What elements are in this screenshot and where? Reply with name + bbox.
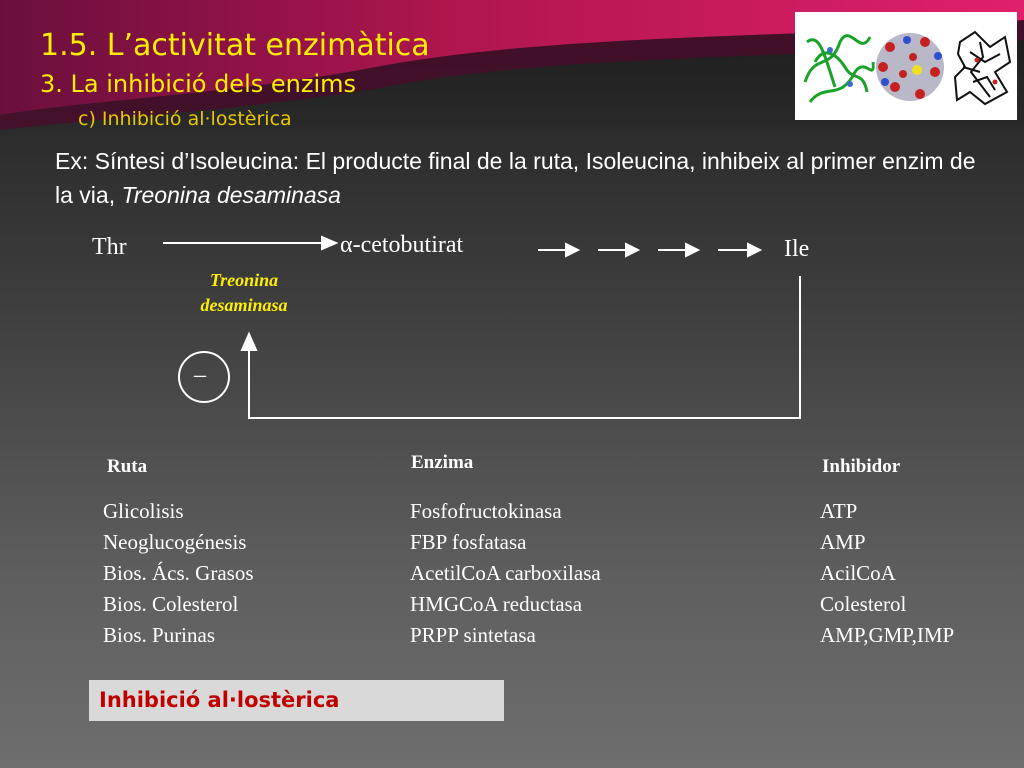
header-enzima: Enzima bbox=[411, 452, 474, 473]
feedback-arrowhead bbox=[240, 331, 258, 351]
column-enzima: Fosfofructokinasa FBP fosfatasa AcetilCo… bbox=[410, 496, 601, 651]
main-reaction-arrowhead bbox=[321, 235, 339, 251]
pathway-product: Ile bbox=[784, 236, 810, 262]
header-ruta: Ruta bbox=[107, 456, 148, 477]
protein-structures-image bbox=[795, 12, 1017, 120]
stick-model-structure bbox=[953, 30, 1012, 106]
ruta-cell: Bios. Colesterol bbox=[103, 592, 239, 616]
slide-title: 1.5. L’activitat enzimàtica bbox=[40, 28, 430, 63]
inhibidor-cell: AcilCoA bbox=[820, 561, 896, 585]
enzima-cell: AcetilCoA carboxilasa bbox=[410, 561, 601, 585]
footer-label-box bbox=[89, 680, 504, 721]
slide-subsubtitle: c) Inhibició al·lostèrica bbox=[78, 108, 292, 130]
downstream-arrows bbox=[538, 242, 763, 258]
inhibidor-cell: Colesterol bbox=[820, 592, 907, 616]
enzima-cell: HMGCoA reductasa bbox=[410, 592, 583, 616]
enzima-cell: Fosfofructokinasa bbox=[410, 499, 562, 523]
inhibidor-cell: AMP,GMP,IMP bbox=[820, 623, 955, 647]
inhibition-circle bbox=[178, 351, 230, 403]
ruta-cell: Bios. Purinas bbox=[103, 623, 216, 647]
feedback-inhibition-line bbox=[248, 276, 801, 419]
enzyme-label: Treonina desaminasa bbox=[164, 268, 324, 318]
space-filling-structure bbox=[876, 33, 944, 101]
example-description: Ex: Síntesi d’Isoleucina: El producte fi… bbox=[55, 144, 995, 212]
green-ribbon-structure bbox=[803, 34, 875, 103]
example-enzyme-name: Treonina desaminasa bbox=[121, 182, 341, 208]
pathway-intermediate: α-cetobutirat bbox=[340, 232, 464, 258]
column-inhibidor: ATP AMP AcilCoA Colesterol AMP,GMP,IMP bbox=[820, 496, 954, 651]
enzima-cell: PRPP sintetasa bbox=[410, 623, 536, 647]
enzima-cell: FBP fosfatasa bbox=[410, 530, 527, 554]
slide-subtitle: 3. La inhibició dels enzims bbox=[40, 70, 356, 98]
pathway-substrate: Thr bbox=[92, 234, 127, 260]
inhibidor-cell: AMP bbox=[820, 530, 866, 554]
footer-label: Inhibició al·lostèrica bbox=[99, 688, 340, 712]
example-text: Ex: Síntesi d’Isoleucina: El producte fi… bbox=[55, 148, 976, 208]
inhibidor-cell: ATP bbox=[820, 499, 858, 523]
enzyme-label-line2: desaminasa bbox=[200, 295, 288, 315]
column-ruta: Glicolisis Neoglucogénesis Bios. Ács. Gr… bbox=[103, 496, 254, 651]
inhibition-sign: – bbox=[194, 362, 206, 388]
header-inhibidor: Inhibidor bbox=[822, 456, 901, 477]
enzyme-label-line1: Treonina bbox=[209, 270, 279, 290]
ruta-cell: Neoglucogénesis bbox=[103, 530, 247, 554]
ruta-cell: Glicolisis bbox=[103, 499, 184, 523]
ruta-cell: Bios. Ács. Grasos bbox=[103, 561, 254, 585]
